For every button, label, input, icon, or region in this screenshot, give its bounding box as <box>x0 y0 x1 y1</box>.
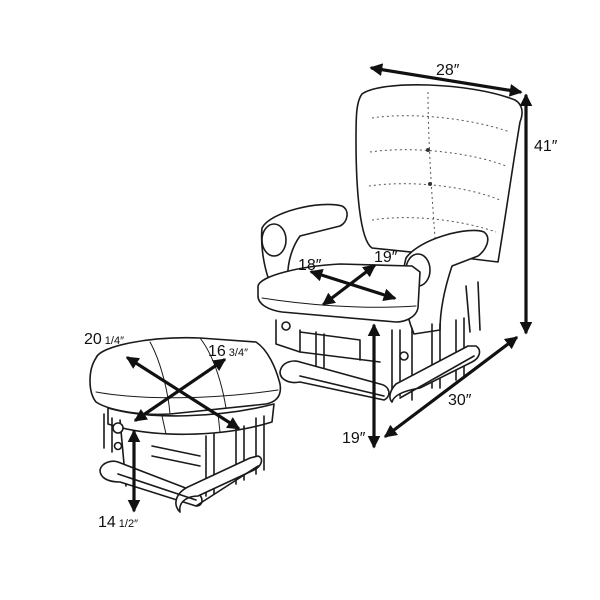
chair-back-cushion <box>355 84 523 263</box>
glider-chair-illustration <box>257 84 523 403</box>
chair-depth-arrow <box>383 336 519 438</box>
ottoman-glider-base <box>99 413 265 513</box>
chair-depth-label: 30″ <box>448 392 472 409</box>
seat-depth-arrow <box>321 264 377 306</box>
seat-height-label: 19″ <box>342 430 366 447</box>
seat-depth-label: 19″ <box>374 249 398 266</box>
seat-width-label: 18″ <box>298 257 322 274</box>
chair-width-arrow <box>369 63 523 97</box>
dimension-arrows <box>125 63 533 513</box>
ottoman-depth-arrow <box>133 358 227 422</box>
chair-width-label: 28″ <box>436 62 460 79</box>
ottoman-illustration <box>89 336 282 513</box>
chair-height-label: 41″ <box>534 138 558 155</box>
ottoman-cushion <box>89 336 282 416</box>
